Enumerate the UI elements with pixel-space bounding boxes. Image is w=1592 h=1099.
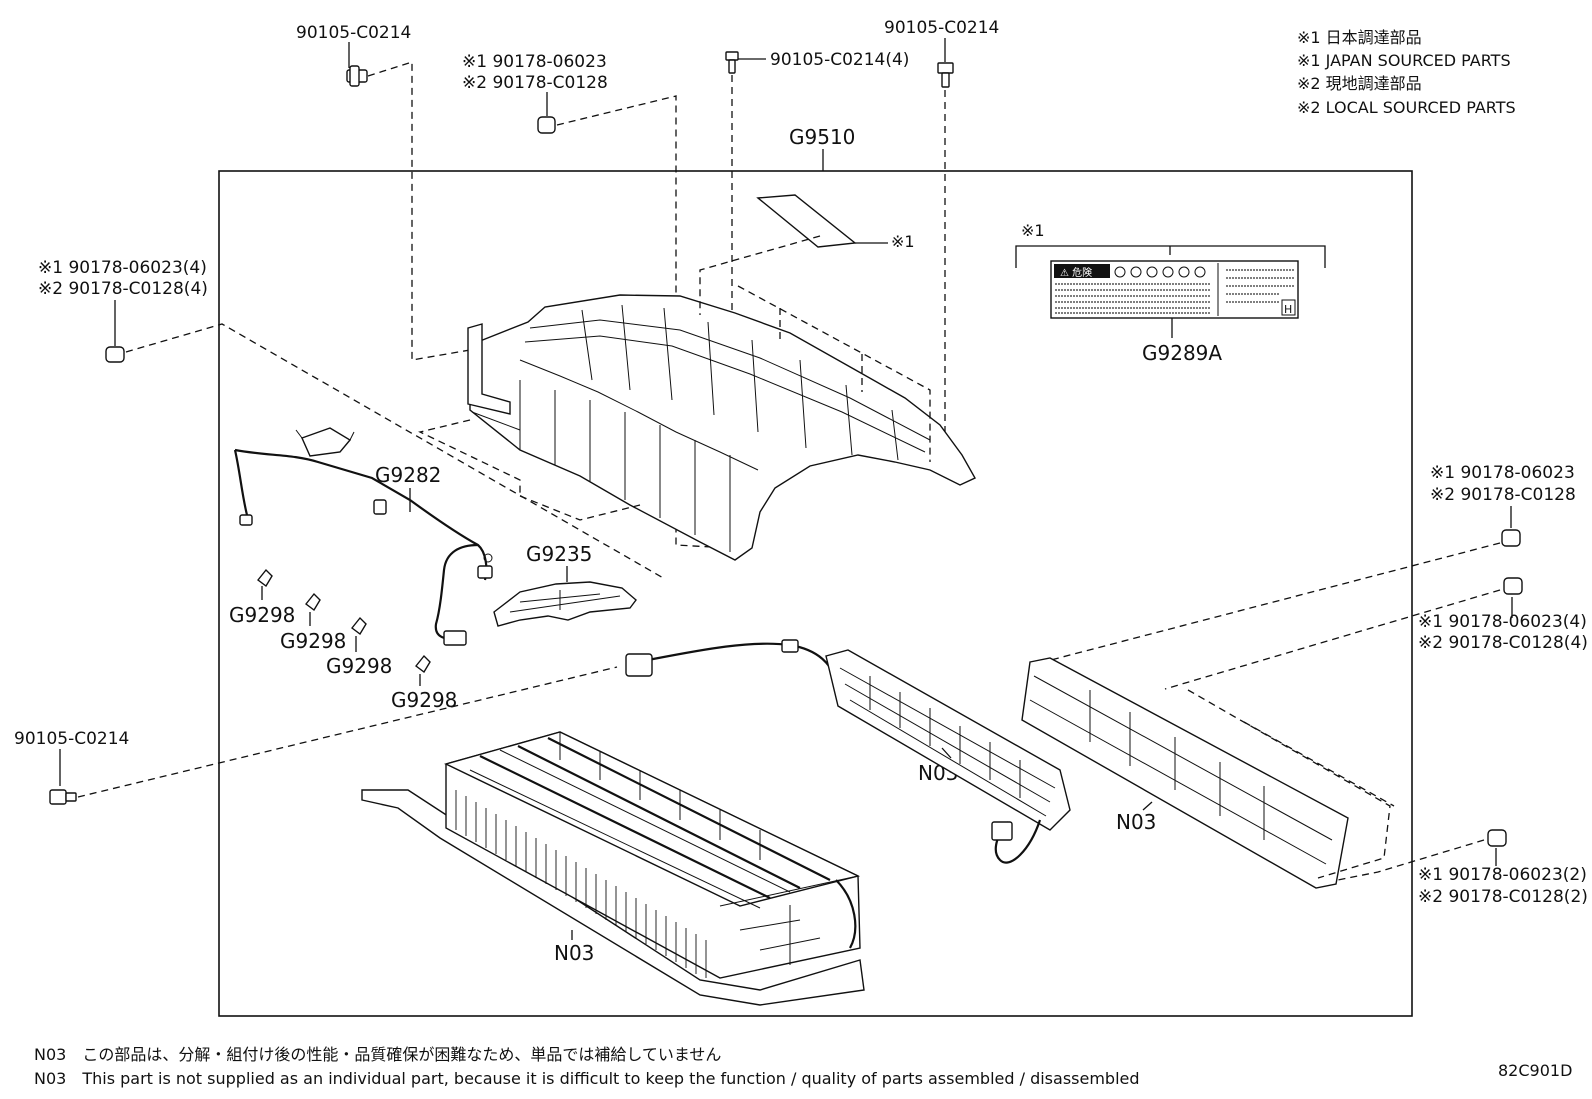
- callout-caution-label-mark: ※1: [1021, 221, 1045, 240]
- callout-wire: G9282: [375, 463, 441, 487]
- upper-cover: [418, 149, 976, 561]
- battery-frame: [1021, 657, 1395, 889]
- callout-nut-right-c-l2: ※2 90178-C0128(2): [1418, 887, 1588, 907]
- diagram-frame: [218, 170, 1413, 1017]
- bolt-bottom-left: [49, 666, 618, 805]
- callout-clamp-1: G9298: [229, 603, 295, 627]
- caution-symbols: [1114, 266, 1206, 278]
- clamp-1: [257, 568, 273, 600]
- callout-clamp-4: G9298: [391, 688, 457, 712]
- nut-right-a: [1046, 506, 1521, 662]
- callout-bracket: G9235: [526, 542, 592, 566]
- callout-nut-right-b-l2: ※2 90178-C0128(4): [1418, 633, 1588, 653]
- callout-bolt-bottom-left: 90105-C0214: [14, 729, 129, 749]
- callout-n03-frame: N03: [1116, 810, 1156, 834]
- callout-nut-left-l2: ※2 90178-C0128(4): [38, 279, 208, 299]
- nut-top: [537, 92, 731, 549]
- clamp-4: [415, 654, 431, 686]
- bolt-top-mid: [725, 51, 766, 325]
- callout-bolt-top-right: 90105-C0214: [884, 18, 999, 38]
- bolt-top-right: [937, 38, 954, 460]
- legend-line-3: ※2 現地調達部品: [1297, 74, 1422, 93]
- nut-right-b: [1164, 577, 1523, 690]
- callout-nut-right-a-l2: ※2 90178-C0128: [1430, 485, 1576, 505]
- footnote-en: N03 This part is not supplied as an indi…: [34, 1069, 1140, 1088]
- callout-nut-right-b-l1: ※1 90178-06023(4): [1418, 612, 1587, 632]
- caution-label: ⚠ 危険 H: [1015, 245, 1326, 338]
- callout-nut-right-c-l1: ※1 90178-06023(2): [1418, 865, 1587, 885]
- callout-clamp-3: G9298: [326, 654, 392, 678]
- nut-right-c: [1317, 829, 1507, 885]
- callout-bolt-top-mid: 90105-C0214(4): [770, 50, 909, 70]
- callout-n03-battery: N03: [554, 941, 594, 965]
- callout-nut-top-l2: ※2 90178-C0128: [462, 73, 608, 93]
- legend: ※1 日本調達部品 ※1 JAPAN SOURCED PARTS ※2 現地調達…: [1297, 28, 1516, 117]
- callout-caution-label: G9289A: [1142, 341, 1222, 365]
- caution-text-lines: [1055, 269, 1294, 314]
- callout-bolt-top-left: 90105-C0214: [296, 23, 411, 43]
- clamp-3: [351, 616, 367, 652]
- nut-left: [105, 300, 666, 580]
- bracket: [493, 566, 637, 627]
- diagram-code: 82C901D: [1498, 1061, 1572, 1080]
- callout-clamp-2: G9298: [280, 629, 346, 653]
- bolt-top-left: [346, 42, 471, 361]
- callout-cover: G9510: [789, 125, 855, 149]
- legend-line-4: ※2 LOCAL SOURCED PARTS: [1297, 98, 1516, 117]
- legend-line-1: ※1 日本調達部品: [1297, 28, 1422, 47]
- callout-nut-right-a-l1: ※1 90178-06023: [1430, 463, 1575, 483]
- callout-nut-left-l1: ※1 90178-06023(4): [38, 258, 207, 278]
- legend-line-2: ※1 JAPAN SOURCED PARTS: [1297, 51, 1511, 70]
- cover-label-sheet: [756, 194, 888, 248]
- caution-warn-box: ⚠ 危険: [1060, 267, 1092, 279]
- footnote-jp: N03 この部品は、分解・組付け後の性能・品質確保が困難なため、単品では補給して…: [34, 1045, 721, 1064]
- caution-h-mark: H: [1284, 303, 1292, 316]
- junction-block: [625, 639, 1071, 864]
- callout-cover-label-mark: ※1: [891, 232, 915, 251]
- callout-nut-top-l1: ※1 90178-06023: [462, 52, 607, 72]
- battery-stack: [361, 731, 865, 1006]
- clamp-2: [305, 592, 321, 626]
- wire-harness: [233, 427, 493, 646]
